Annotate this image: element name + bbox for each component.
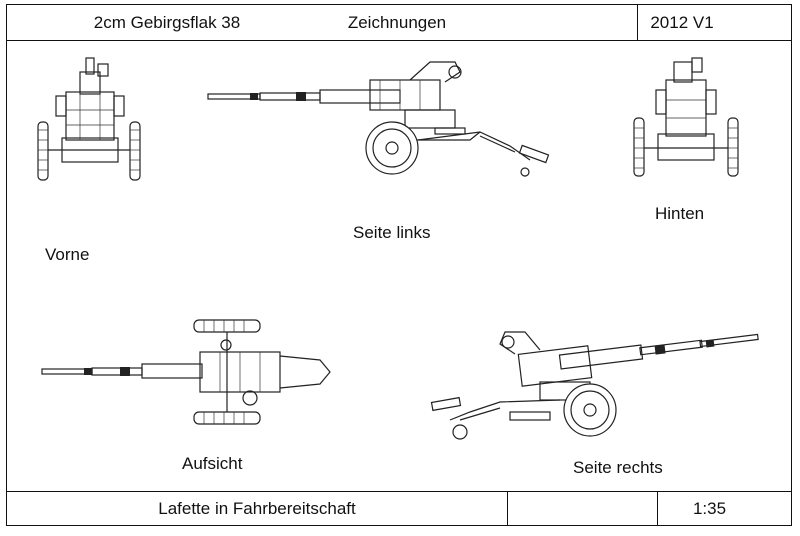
drawing-sheet: 2cm Gebirgsflak 38 Zeichnungen 2012 V1 L… xyxy=(6,4,792,526)
left-side-view-drawing xyxy=(207,61,550,177)
header-divider xyxy=(637,5,638,40)
footer-divider-1 xyxy=(507,492,508,525)
front-view-label: Vorne xyxy=(45,245,90,264)
title-block-header: 2cm Gebirgsflak 38 Zeichnungen 2012 V1 xyxy=(7,5,791,41)
version-label: 2012 V1 xyxy=(650,12,714,32)
rear-view-drawing xyxy=(633,57,739,177)
top-view-drawing xyxy=(41,319,331,425)
left-side-view-label: Seite links xyxy=(353,223,431,242)
right-side-view-drawing xyxy=(430,331,759,440)
document-type: Zeichnungen xyxy=(347,12,447,32)
model-title: 2cm Gebirgsflak 38 xyxy=(93,12,241,32)
footer-divider-2 xyxy=(657,492,658,525)
caption-label: Lafette in Fahrbereitschaft xyxy=(158,498,356,518)
right-side-view-label: Seite rechts xyxy=(573,458,663,477)
scale-label: 1:35 xyxy=(692,498,727,518)
front-view-drawing xyxy=(37,57,141,181)
rear-view-label: Hinten xyxy=(655,204,705,223)
title-block-footer: Lafette in Fahrbereitschaft 1:35 xyxy=(7,491,791,525)
top-view-label: Aufsicht xyxy=(182,454,243,473)
